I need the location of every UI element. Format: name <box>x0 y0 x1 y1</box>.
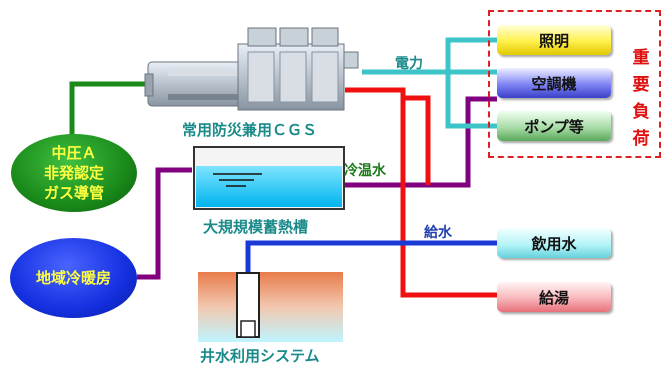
thermal-tank <box>193 146 345 210</box>
water-supply-label: 給水 <box>424 225 452 241</box>
gas-line-3: ガス導管 <box>43 184 104 202</box>
load-drinking-water: 飲用水 <box>497 228 611 258</box>
gas-pipe <box>69 81 152 136</box>
tank-label: 大規規模蓄熱槽 <box>203 218 309 236</box>
hot-water-pipe <box>345 87 497 298</box>
critical-load-label: 重要負荷 <box>632 48 650 149</box>
cgs-label: 常用防災兼用ＣＧＳ <box>182 121 318 139</box>
hot-water-pipe-2 <box>403 95 431 185</box>
power-label: 電力 <box>395 56 423 72</box>
load-pump: ポンプ等 <box>497 111 611 141</box>
gas-line-1: 中圧Ａ <box>51 144 97 162</box>
well-label: 井水利用システム <box>200 347 320 365</box>
critical-load-boundary <box>488 10 661 158</box>
well-system <box>198 272 343 342</box>
district-heating-node: 地域冷暖房 <box>10 238 137 318</box>
district-pipe <box>137 167 192 280</box>
load-air-conditioner: 空調機 <box>497 68 611 98</box>
district-heating-label: 地域冷暖房 <box>35 269 111 287</box>
gas-supply-node: 中圧Ａ 非発認定 ガス導管 <box>11 134 137 212</box>
cgs-unit <box>144 27 359 111</box>
load-hot-water-supply: 給湯 <box>497 282 611 312</box>
gas-line-2: 非発認定 <box>43 164 104 182</box>
chilled-hot-water-label: 冷温水 <box>344 163 386 179</box>
load-lighting: 照明 <box>497 25 611 55</box>
